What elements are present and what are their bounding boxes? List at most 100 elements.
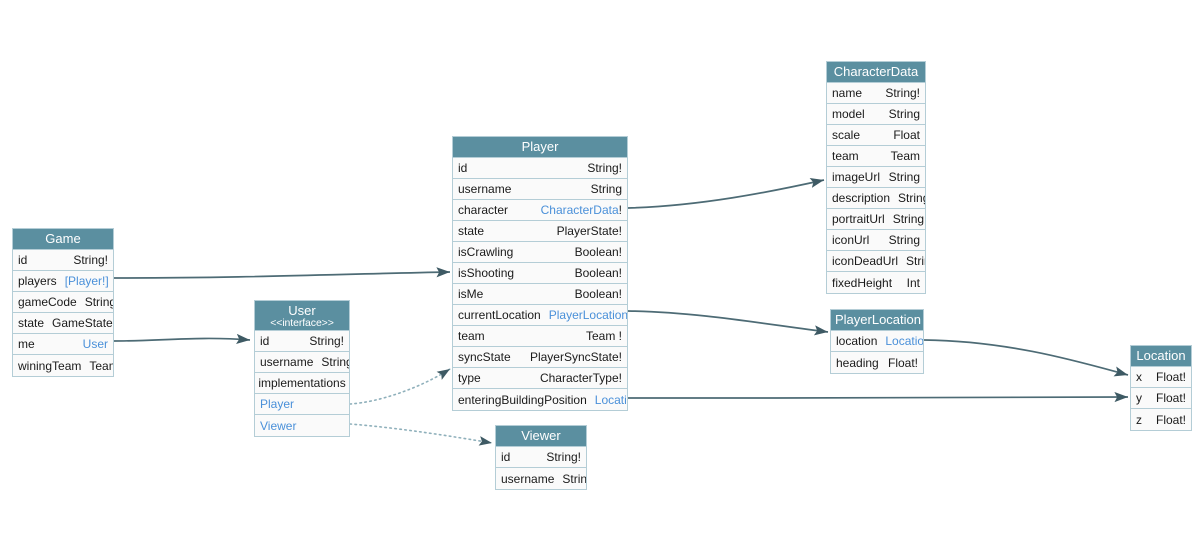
field-name: id — [18, 253, 28, 267]
edge-game-me-to-user — [113, 333, 251, 345]
field-name: description — [832, 191, 891, 205]
field-name: scale — [832, 128, 861, 142]
field-type-reference[interactable]: User — [82, 337, 108, 351]
field-type-reference[interactable]: PlayerLocation — [548, 308, 627, 322]
field-name: gameCode — [18, 295, 77, 309]
field-type: Location! — [885, 334, 923, 348]
field-type: String — [888, 170, 920, 184]
field-row[interactable]: me User — [13, 334, 113, 355]
field-name: fixedHeight — [832, 275, 893, 290]
field-type-reference[interactable]: Location — [594, 392, 627, 407]
field-row[interactable]: id String! — [496, 447, 586, 468]
implementations-label: implementations — [258, 376, 346, 390]
edge-playerlocation-location-to-location — [923, 339, 1129, 377]
field-row[interactable]: id String! — [255, 331, 349, 352]
field-type: String — [898, 191, 925, 205]
entity-subtitle: <<interface>> — [270, 316, 334, 329]
entity-title: CharacterData — [833, 64, 919, 79]
field-type: String — [562, 471, 586, 486]
field-type: Float! — [1155, 370, 1186, 384]
field-type-suffix: ! — [618, 203, 622, 217]
field-name: iconDeadUrl — [832, 254, 899, 268]
field-row[interactable]: enteringBuildingPositionLocation — [453, 389, 627, 410]
entity-user[interactable]: User<<interface>>id String! usernameString… — [254, 300, 350, 437]
entity-title: User — [288, 303, 316, 318]
field-name: id — [501, 450, 511, 464]
field-type: GameState! — [52, 316, 113, 330]
entity-header-playerlocation: PlayerLocation — [831, 310, 923, 331]
entity-title: PlayerLocation — [835, 312, 921, 327]
field-name: isMe — [458, 287, 484, 301]
implementations-label-row: implementations — [255, 373, 349, 394]
field-type-reference[interactable]: CharacterData — [540, 203, 619, 217]
field-name: id — [260, 334, 270, 348]
edge-user-impl-player — [349, 368, 451, 405]
field-type: String — [906, 254, 925, 268]
implementation-row-player[interactable]: Player — [255, 394, 349, 415]
field-type: [Player!] — [65, 274, 109, 288]
entity-playerlocation[interactable]: PlayerLocation locationLocation!headingFl… — [830, 309, 924, 374]
field-type: String! — [546, 450, 581, 464]
field-name: z — [1136, 412, 1142, 427]
field-row[interactable]: description String — [827, 188, 925, 209]
field-row[interactable]: locationLocation! — [831, 331, 923, 352]
field-name: currentLocation — [458, 308, 541, 322]
field-row[interactable]: imageUrl String — [827, 167, 925, 188]
implementation-row-viewer[interactable]: Viewer — [255, 415, 349, 436]
field-row[interactable]: players[Player!] — [13, 271, 113, 292]
field-type-reference[interactable]: Location! — [885, 334, 923, 348]
field-type: String! — [309, 334, 344, 348]
field-name: username — [458, 182, 512, 196]
field-type: Float! — [887, 355, 918, 370]
field-type: Location — [595, 393, 627, 407]
field-row[interactable]: iconDeadUrl String — [827, 251, 925, 272]
field-row[interactable]: gameCodeString! — [13, 292, 113, 313]
field-type: Boolean! — [574, 266, 622, 280]
field-type: Float! — [1155, 391, 1186, 405]
field-name: me — [18, 337, 35, 351]
edge-game-players-to-player — [113, 267, 451, 279]
field-row[interactable]: winingTeamTeam — [13, 355, 113, 376]
field-type: String — [321, 355, 349, 369]
field-name: state — [458, 224, 485, 238]
field-type-reference[interactable]: [Player!] — [64, 274, 109, 288]
field-type: Boolean! — [574, 245, 622, 259]
field-type: String — [892, 212, 925, 226]
entity-title: Game — [45, 231, 81, 246]
field-name: imageUrl — [832, 170, 881, 184]
entity-title: Location — [1136, 348, 1186, 363]
field-name: name — [832, 86, 863, 100]
entity-header-location: Location — [1131, 346, 1191, 367]
